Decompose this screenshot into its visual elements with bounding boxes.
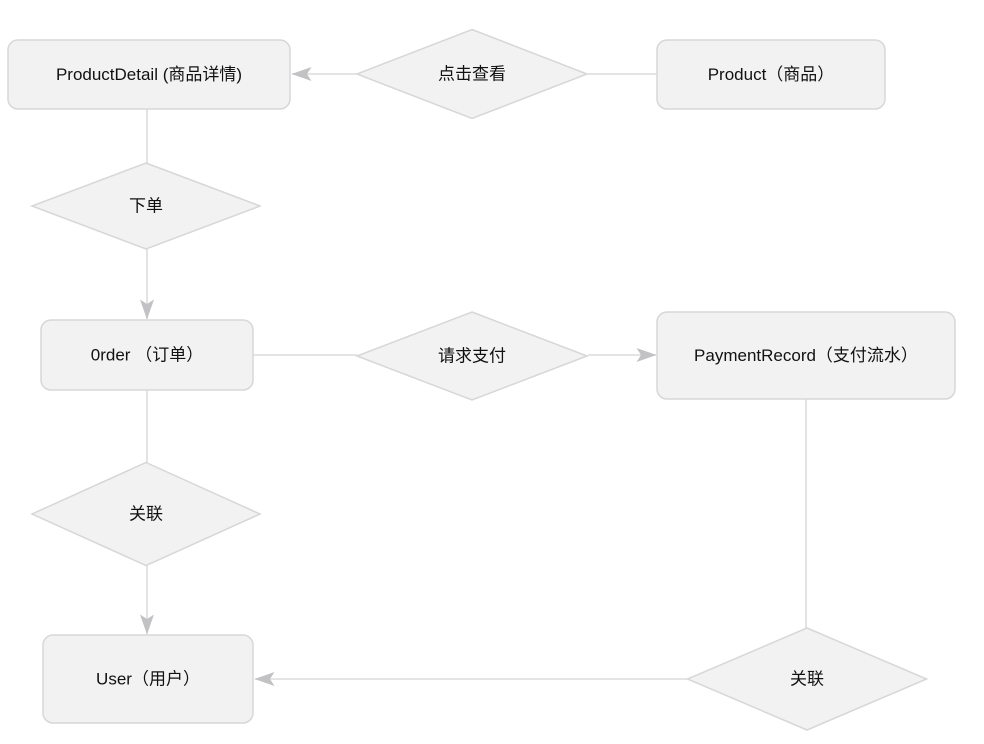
edges-layer (140, 67, 807, 686)
node-label-associate-order-user: 关联 (129, 505, 163, 524)
action-diamond (354, 311, 590, 401)
node-label-request-payment: 请求支付 (438, 347, 506, 366)
node-associate-order-user: 关联 (30, 461, 262, 567)
node-payment-record: PaymentRecord（支付流水） (656, 311, 956, 400)
entity-box (40, 319, 254, 391)
node-label-product: Product（商品） (708, 65, 835, 84)
entity-box (7, 39, 291, 110)
node-label-payment-record: PaymentRecord（支付流水） (694, 346, 918, 365)
action-diamond (354, 28, 590, 120)
entity-box (42, 634, 254, 724)
node-associate-payment-user: 关联 (685, 627, 929, 731)
node-user: User（用户） (42, 634, 254, 724)
node-product: Product（商品） (656, 39, 886, 110)
node-label-associate-payment-user: 关联 (790, 670, 824, 689)
node-product-detail: ProductDetail (商品详情) (7, 39, 291, 110)
entity-box (656, 311, 956, 400)
action-diamond (685, 627, 929, 731)
action-diamond (29, 162, 263, 250)
nodes-layer: ProductDetail (商品详情) Product（商品） 0rder （订单… (7, 28, 956, 731)
node-label-order: 0rder （订单） (91, 346, 203, 365)
node-label-click-view: 点击查看 (438, 65, 506, 84)
node-click-view: 点击查看 (354, 28, 590, 120)
node-request-payment: 请求支付 (354, 311, 590, 401)
action-diamond (30, 461, 262, 567)
node-order: 0rder （订单） (40, 319, 254, 391)
node-label-product-detail: ProductDetail (商品详情) (56, 65, 242, 84)
node-place-order: 下单 (29, 162, 263, 250)
entity-box (656, 39, 886, 110)
node-label-place-order: 下单 (129, 197, 163, 216)
node-label-user: User（用户） (96, 670, 200, 689)
